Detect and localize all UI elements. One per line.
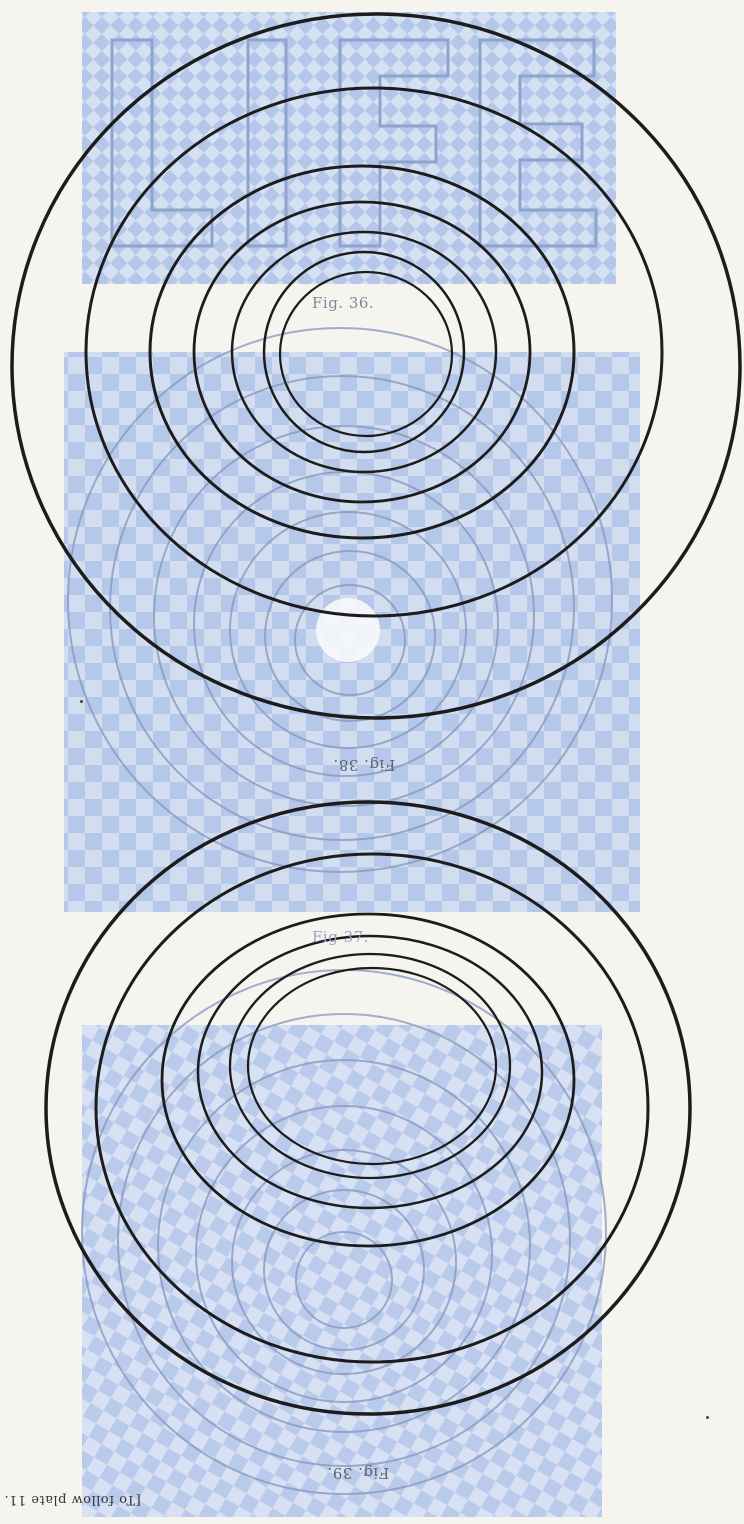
footer-note: [To follow plate 11. xyxy=(4,1492,141,1507)
fig38-caption: Fig. 38. xyxy=(333,756,395,774)
speck-mark xyxy=(706,1416,709,1419)
speck-mark xyxy=(80,700,83,703)
fig36-caption: Fig. 36. xyxy=(312,294,374,312)
fig38-panel xyxy=(64,328,640,912)
fig39-caption: Fig. 39. xyxy=(327,1464,389,1482)
fig37-caption: Fig 37. xyxy=(312,928,369,946)
